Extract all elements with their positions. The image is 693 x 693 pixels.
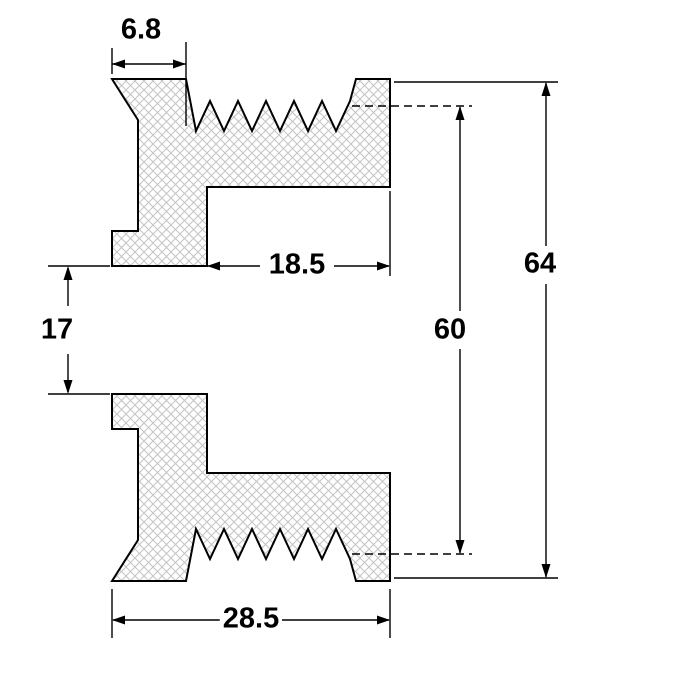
arrowhead-up-icon (541, 82, 551, 96)
pulley-upper-outline (110, 78, 391, 267)
dimension-overall-width (111, 589, 391, 638)
arrowhead-left-icon (207, 261, 220, 271)
arrowhead-left-icon (112, 615, 125, 625)
arrowhead-up-icon (63, 266, 73, 280)
dimension-overall-height (394, 81, 558, 579)
arrowhead-up-icon (455, 106, 465, 120)
pulley-lower-outline (110, 393, 391, 582)
arrowhead-right-icon (173, 59, 186, 69)
arrowhead-left-icon (112, 59, 125, 69)
dim-label-overall-width: 28.5 (219, 604, 283, 634)
dim-label-top-flange-width: 6.8 (117, 15, 165, 45)
arrowhead-down-icon (541, 564, 551, 578)
dim-label-inner-step-width: 18.5 (265, 250, 329, 280)
dim-label-left-gap-height: 17 (37, 315, 77, 345)
dim-label-rib-span-height: 60 (430, 315, 470, 345)
arrowhead-right-icon (377, 615, 390, 625)
pulley-upper-section (110, 78, 391, 267)
dimension-rib-span-height (352, 105, 472, 555)
dimension-left-gap-height (48, 265, 110, 395)
dimension-top-flange-width (111, 42, 187, 126)
pulley-lower-section (110, 393, 391, 582)
dimension-inner-step-width (207, 191, 391, 276)
dim-label-overall-height: 64 (520, 249, 560, 279)
arrowhead-down-icon (63, 380, 73, 394)
arrowhead-down-icon (455, 540, 465, 554)
arrowhead-right-icon (377, 261, 390, 271)
